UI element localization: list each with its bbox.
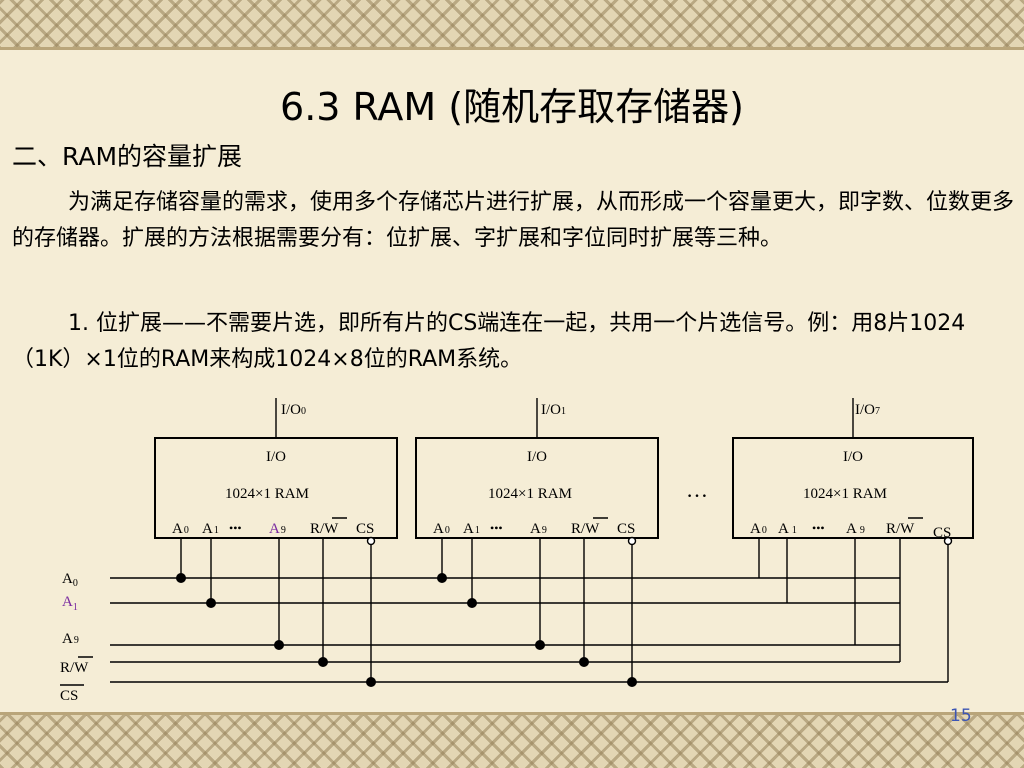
pin-label-rw-1: R/W bbox=[571, 521, 600, 537]
pin-label-a9-0: A9 bbox=[269, 521, 286, 537]
bus-label-cs: CS bbox=[60, 688, 78, 704]
pin-label-a1-0: A1 bbox=[202, 521, 219, 537]
junction-rw-0 bbox=[318, 657, 328, 667]
io-output-label-0: I/O0 bbox=[281, 402, 306, 418]
overbars bbox=[60, 517, 923, 686]
junction-a9-0 bbox=[274, 640, 284, 650]
chip-capacity-label-1: 1024×1 RAM bbox=[488, 486, 572, 502]
chip-ellipsis: … bbox=[686, 477, 708, 502]
bus-labels: A0 A1 A9 R/W CS bbox=[60, 571, 89, 704]
pin-label-cs-7: CS bbox=[933, 525, 951, 541]
junction-a1-0 bbox=[206, 598, 216, 608]
section-heading: 二、RAM的容量扩展 bbox=[12, 142, 243, 171]
junction-dots bbox=[176, 573, 637, 687]
bus-label-rw: R/W bbox=[60, 660, 89, 676]
chip-io-label-1: I/O bbox=[527, 449, 547, 465]
pin-label-rw-0: R/W bbox=[310, 521, 339, 537]
io-output-label-7: I/O7 bbox=[855, 402, 880, 418]
pin-dots-1: ••• bbox=[490, 521, 503, 535]
io-output-label-1: I/O1 bbox=[541, 402, 566, 418]
bus-label-a1: A1 bbox=[62, 594, 78, 613]
chip-inner-labels: I/O 1024×1 RAM I/O 1024×1 RAM I/O 1024×1… bbox=[225, 449, 887, 502]
pin-label-a0-7: A0 bbox=[750, 521, 767, 537]
cs-bubble-0 bbox=[366, 536, 376, 546]
bottom-decorative-border bbox=[0, 712, 1024, 768]
slide-title: 6.3 RAM (随机存取存储器) bbox=[280, 85, 744, 129]
bus-label-a9: A9 bbox=[62, 631, 79, 647]
pin-label-cs-0: CS bbox=[356, 521, 374, 537]
paragraph-intro: 为满足存储容量的需求，使用多个存储芯片进行扩展，从而形成一个容量更大，即字数、位… bbox=[12, 185, 1017, 257]
chip-pin-labels: A0 A1 ••• A9 R/W CS A0 A1 ••• A9 R/W CS … bbox=[172, 521, 951, 541]
pin-label-a0-0: A0 bbox=[172, 521, 189, 537]
junction-cs-0 bbox=[366, 677, 376, 687]
paragraph-bit-expansion-text: 1. 位扩展——不需要片选，即所有片的CS端连在一起，共用一个片选信号。例：用8… bbox=[12, 311, 966, 372]
pin-dots-0: ••• bbox=[229, 521, 242, 535]
paragraph-intro-text: 为满足存储容量的需求，使用多个存储芯片进行扩展，从而形成一个容量更大，即字数、位… bbox=[12, 190, 1015, 251]
page-number: 15 bbox=[950, 706, 972, 726]
top-decorative-border bbox=[0, 0, 1024, 50]
paragraph-bit-expansion: 1. 位扩展——不需要片选，即所有片的CS端连在一起，共用一个片选信号。例：用8… bbox=[12, 306, 1017, 378]
io-output-labels: I/O0 I/O1 I/O7 bbox=[281, 402, 880, 418]
chip-capacity-label-7: 1024×1 RAM bbox=[803, 486, 887, 502]
pin-label-rw-7: R/W bbox=[886, 521, 915, 537]
junction-a9-1 bbox=[535, 640, 545, 650]
junction-a1-1 bbox=[467, 598, 477, 608]
junction-a0-0 bbox=[176, 573, 186, 583]
chip-capacity-label-0: 1024×1 RAM bbox=[225, 486, 309, 502]
chip-io-label-0: I/O bbox=[266, 449, 286, 465]
wiring bbox=[110, 398, 953, 683]
chip-io-label-7: I/O bbox=[843, 449, 863, 465]
cs-bubble-7 bbox=[943, 536, 953, 546]
junction-rw-1 bbox=[579, 657, 589, 667]
pin-dots-7: ••• bbox=[812, 521, 825, 535]
pin-label-a9-1: A9 bbox=[530, 521, 547, 537]
junction-a0-1 bbox=[437, 573, 447, 583]
pin-label-a0-1: A0 bbox=[433, 521, 450, 537]
junction-cs-1 bbox=[627, 677, 637, 687]
pin-label-cs-1: CS bbox=[617, 521, 635, 537]
cs-bubble-1 bbox=[627, 536, 637, 546]
bit-expansion-diagram: I/O0 I/O1 I/O7 I/O 1024×1 RAM I/O 1024×1… bbox=[60, 398, 974, 704]
bus-label-a0: A0 bbox=[62, 571, 78, 589]
pin-label-a1-1: A1 bbox=[463, 521, 480, 537]
